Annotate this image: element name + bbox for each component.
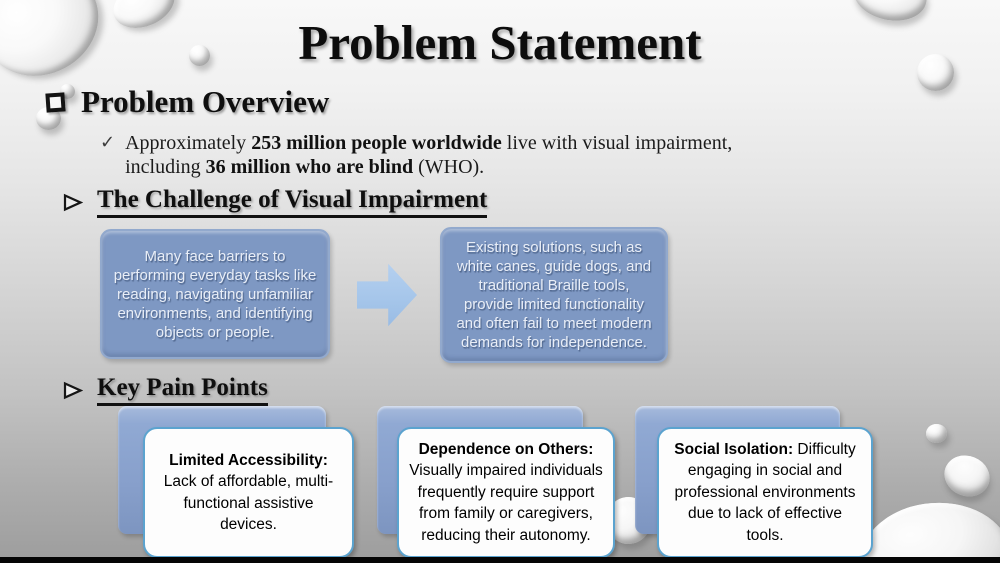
right-arrow-icon: [357, 263, 417, 327]
challenge-box-left: Many face barriers to performing everyda…: [100, 229, 330, 359]
overview-bullet-text: Approximately 253 million people worldwi…: [125, 132, 733, 178]
challenge-heading: The Challenge of Visual Impairment: [97, 186, 488, 218]
overview-heading-row: Problem Overview: [42, 84, 329, 120]
square-bullet-icon: [45, 91, 66, 113]
overview-bullet: ✓ Approximately 253 million people world…: [100, 131, 760, 179]
droplet-icon: [36, 107, 61, 130]
challenge-heading-row: The Challenge of Visual Impairment: [63, 186, 488, 218]
page-title: Problem Statement: [298, 15, 702, 70]
pain-points-heading-row: Key Pain Points: [63, 374, 268, 406]
pain-card-limited-accessibility: Limited Accessibility: Lack of affordabl…: [143, 427, 354, 558]
droplet-icon: [852, 492, 1000, 563]
pain-points-heading: Key Pain Points: [97, 374, 268, 406]
challenge-box-right: Existing solutions, such as white canes,…: [440, 227, 668, 363]
pain-card-dependence-on-others: Dependence on Others: Visually impaired …: [397, 427, 615, 558]
challenge-box-right-text: Existing solutions, such as white canes,…: [456, 239, 652, 351]
droplet-icon: [926, 424, 947, 443]
pain-card-text: Social Isolation: Difficulty engaging in…: [674, 440, 856, 544]
pain-card-text: Dependence on Others: Visually impaired …: [409, 440, 603, 544]
overview-heading: Problem Overview: [81, 84, 330, 119]
arrowhead-bullet-icon: [63, 381, 83, 399]
bottom-accent-bar: [0, 557, 1000, 563]
checkmark-icon: ✓: [100, 132, 116, 153]
droplet-icon: [917, 54, 954, 91]
arrowhead-bullet-icon: [63, 193, 83, 211]
droplet-icon: [938, 448, 996, 504]
droplet-icon: [189, 45, 210, 66]
pain-card-social-isolation: Social Isolation: Difficulty engaging in…: [657, 427, 873, 558]
challenge-box-left-text: Many face barriers to performing everyda…: [113, 247, 317, 341]
pain-card-text: Limited Accessibility: Lack of affordabl…: [163, 451, 334, 534]
